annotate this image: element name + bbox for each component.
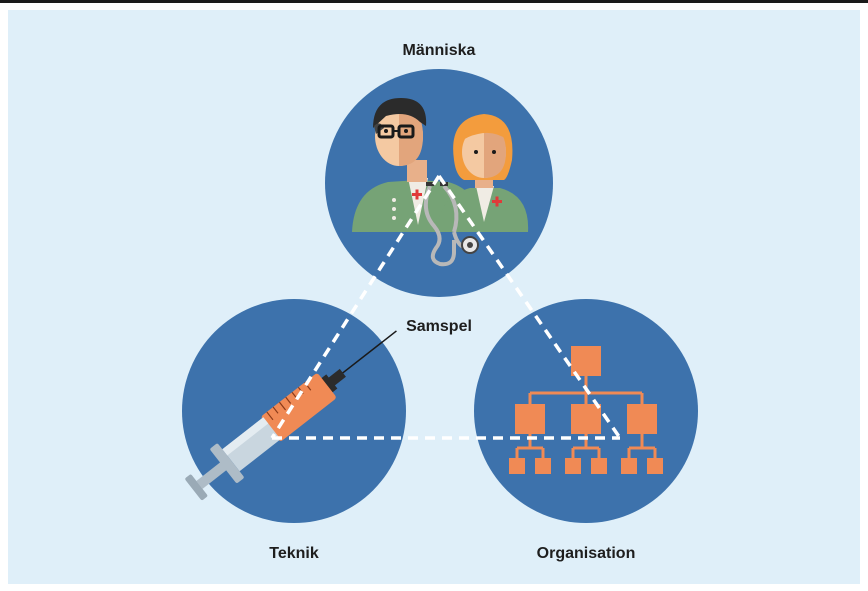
org-chart-icon: [509, 346, 663, 474]
triangle-edge-right: [437, 175, 622, 439]
healthcare-workers-icon: [352, 98, 529, 267]
label-organisation: Organisation: [536, 545, 636, 562]
diagram-panel: Människa Samspel Teknik Organisation: [8, 10, 860, 584]
interaction-triangle: [270, 175, 622, 440]
label-manniska: Människa: [402, 42, 476, 59]
label-teknik: Teknik: [269, 545, 319, 562]
top-rule: [0, 0, 868, 3]
triangle-edge-left: [270, 175, 441, 439]
diagram-canvas: [8, 10, 860, 584]
label-samspel: Samspel: [406, 318, 472, 335]
